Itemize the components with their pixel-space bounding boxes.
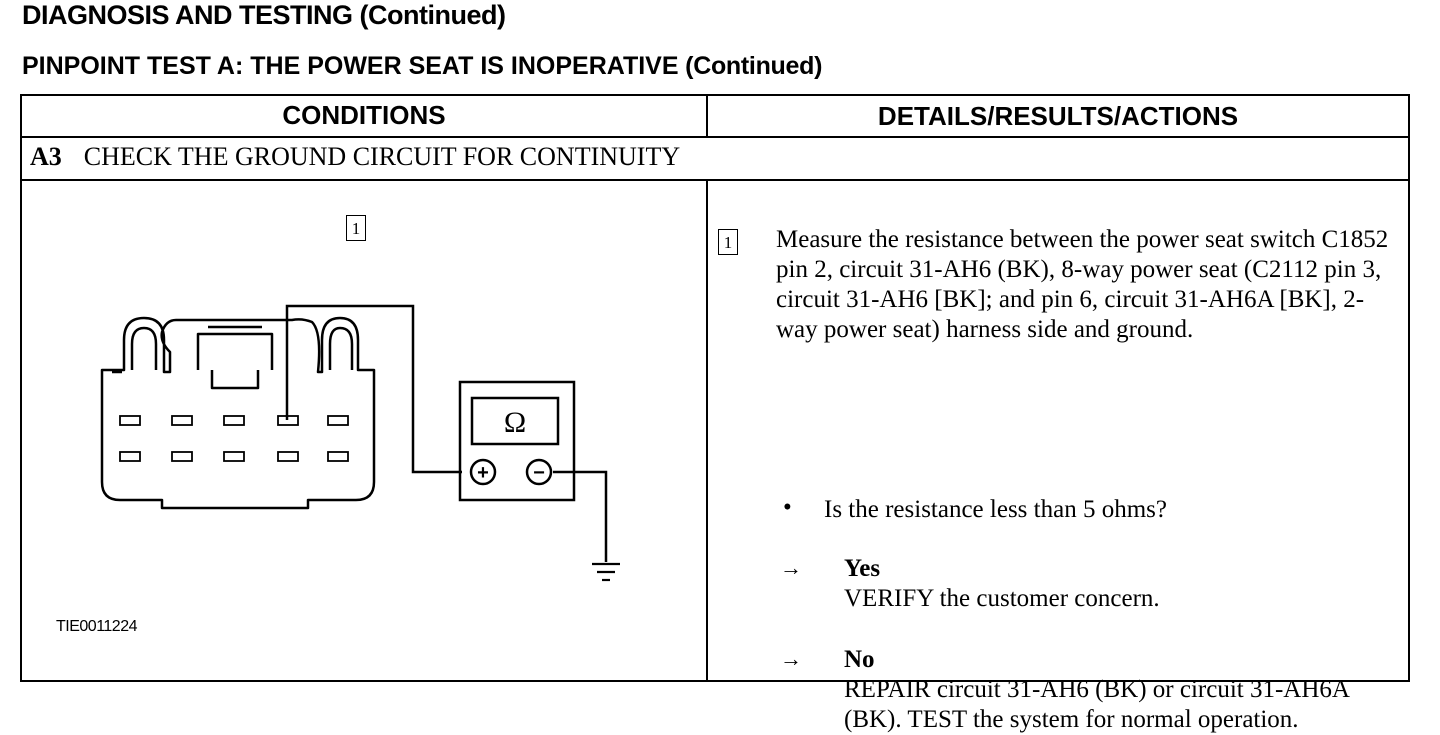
arrow-icon: → [780, 555, 802, 580]
header-divider [22, 136, 1408, 138]
figure-callout-1: 1 [346, 215, 366, 241]
bullet-icon: • [783, 494, 792, 521]
details-panel: 1 Measure the resistance between the pow… [708, 182, 1408, 733]
test-figure: 1 [22, 182, 706, 682]
test-title-text: PINPOINT TEST A: THE POWER SEAT IS INOPE… [22, 52, 679, 80]
arrow-icon: → [780, 646, 802, 671]
resistance-question: Is the resistance less than 5 ohms? [824, 496, 1167, 523]
wiring-diagram: Ω + − [100, 304, 620, 582]
yes-action: VERIFY the customer concern. [844, 585, 1160, 612]
step-row: A3 CHECK THE GROUND CIRCUIT FOR CONTINUIT… [30, 142, 680, 172]
column-divider [706, 180, 708, 680]
ohm-symbol: Ω [504, 406, 526, 439]
measure-instruction: Measure the resistance between the power… [776, 226, 1389, 343]
ohmmeter-icon [458, 380, 576, 502]
connector-icon [100, 316, 376, 510]
connector-pins-icon [119, 415, 349, 462]
details-callout-1: 1 [718, 229, 738, 255]
no-label: No [844, 646, 875, 673]
plus-terminal-icon: + [477, 462, 489, 484]
test-lead [285, 304, 608, 562]
step-id: A3 [30, 142, 62, 171]
conditions-header: CONDITIONS [282, 100, 446, 130]
page-title: DIAGNOSIS AND TESTING (Continued) [22, 0, 506, 30]
pinpoint-test-table: CONDITIONS DETAILS/RESULTS/ACTIONS A3 CHE… [20, 94, 1410, 733]
figure-id: TIE0011224 [56, 618, 138, 635]
ground-icon [592, 562, 620, 582]
column-divider-top [706, 96, 708, 138]
test-title-suffix: (Continued) [678, 52, 823, 80]
pinpoint-test-title: PINPOINT TEST A: THE POWER SEAT IS INOPE… [22, 52, 822, 81]
minus-terminal-icon: − [533, 462, 545, 484]
step-title: CHECK THE GROUND CIRCUIT FOR CONTINUITY [83, 142, 681, 171]
details-header: DETAILS/RESULTS/ACTIONS [877, 101, 1239, 131]
step-divider [22, 179, 1408, 181]
no-action: REPAIR circuit 31-AH6 (BK) or circuit 31… [844, 676, 1349, 733]
yes-label: Yes [844, 555, 881, 582]
